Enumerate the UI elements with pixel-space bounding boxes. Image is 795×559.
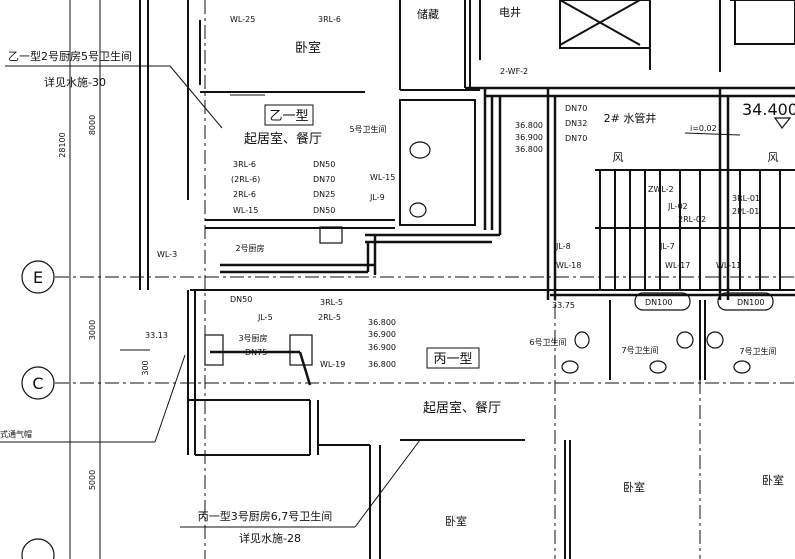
axis-lines <box>55 0 795 559</box>
grid-label-c: C <box>32 374 43 393</box>
pipe-label: DN70 <box>313 175 335 184</box>
note-ref-c-title: 丙一型3号厨房6,7号卫生间 <box>198 509 333 523</box>
water-pipes <box>210 86 795 386</box>
pipe-label: 3RL-01 <box>732 194 760 203</box>
dim-5000: 5000 <box>88 470 97 490</box>
pipe-label: 3RL-5 <box>320 298 343 307</box>
pipe-label: 36.900 <box>368 343 396 352</box>
dim-total: 28100 <box>58 132 67 157</box>
elevation-roof: 34.400 <box>742 100 795 119</box>
pipe-label: WL-15 <box>370 173 395 182</box>
unit-type-c: 丙一型 <box>433 352 472 367</box>
room-bath7a: 7号卫生间 <box>621 345 658 355</box>
pipe-label: DN50 <box>230 295 252 304</box>
pipe-label: WL-18 <box>556 261 581 270</box>
room-bedroom-c1: 卧室 <box>445 514 467 528</box>
pipe-label: JL-5 <box>257 313 273 322</box>
pipe-label: (2RL-6) <box>231 175 260 184</box>
type-b-box <box>264 104 314 126</box>
dim-3000: 3000 <box>88 320 97 340</box>
room-labels: 卧室 储藏 电井 乙一型 起居室、餐厅 5号卫生间 2号厨房 3号厨房 丙一型 … <box>235 5 784 528</box>
room-kitchen3: 3号厨房 <box>238 333 267 343</box>
room-water-shaft: 2# 水管井 <box>604 111 657 125</box>
pipe-label: 36.900 <box>368 330 396 339</box>
pipe-label: 2RL-6 <box>233 190 256 199</box>
note-vent-cap: 式通气帽 <box>0 429 32 439</box>
room-living-c: 起居室、餐厅 <box>423 400 501 416</box>
note-slope: i=0.02 <box>690 124 717 133</box>
dim-300: 300 <box>141 360 150 375</box>
pipe-label: 2PL-01 <box>732 207 759 216</box>
note-ref-b-title: 乙一型2号厨房5号卫生间 <box>8 49 132 63</box>
fixtures <box>204 117 792 374</box>
pipe-label: WL-11 <box>716 261 741 270</box>
room-kitchen2: 2号厨房 <box>235 243 264 253</box>
note-ref-b-see: 详见水施-30 <box>44 75 106 89</box>
grid-axis-partial <box>21 538 55 559</box>
unit-type-b: 乙一型 <box>269 109 308 124</box>
room-bedroom-top: 卧室 <box>295 40 321 56</box>
pipe-label: JL-8 <box>555 242 571 251</box>
pipe-label: JL-9 <box>369 193 385 202</box>
pipe-label: WL-17 <box>665 261 690 270</box>
pipe-label: JL-7 <box>659 242 675 251</box>
walls <box>139 0 795 559</box>
pipe-label: DN70 <box>565 134 587 143</box>
pipe-label: 36.800 <box>368 318 396 327</box>
pipe-label: 36.800 <box>368 360 396 369</box>
room-wind1: 风 <box>613 151 624 164</box>
pipe-label: DN70 <box>565 104 587 113</box>
pipe-label: WL-19 <box>320 360 345 369</box>
pipe-label: DN100 <box>737 298 764 307</box>
room-electrical-shaft: 电井 <box>499 5 521 19</box>
pipe-label: DN50 <box>313 206 335 215</box>
room-storage: 储藏 <box>417 7 439 21</box>
pipe-label: JL-02 <box>667 202 688 211</box>
pipe-label: 2RL-5 <box>318 313 341 322</box>
pipe-label: 36.900 <box>515 133 543 142</box>
pipe-label: DN32 <box>565 119 587 128</box>
pipe-label: 3RL-6 <box>233 160 256 169</box>
room-bedroom-c3: 卧室 <box>762 473 784 487</box>
pipe-label: DN25 <box>313 190 335 199</box>
pipe-label: WL-25 <box>230 15 255 24</box>
pipe-label: WL-3 <box>157 250 177 259</box>
room-living-b: 起居室、餐厅 <box>244 131 322 147</box>
pipe-label: 2-WF-2 <box>500 67 528 76</box>
pipe-label: 36.800 <box>515 145 543 154</box>
pipe-labels: WL-25 3RL-6 3RL-6 (2RL-6) 2RL-6 WL-15 DN… <box>157 15 764 369</box>
room-bath5: 5号卫生间 <box>349 124 386 134</box>
grid-axis-e: E <box>21 260 55 294</box>
pipe-label: 2RL-02 <box>678 215 706 224</box>
pipe-label: DN100 <box>645 298 672 307</box>
pipe-label: ZWL-2 <box>648 185 674 194</box>
pipe-label: 3RL-6 <box>318 15 341 24</box>
notes: 乙一型2号厨房5号卫生间 详见水施-30 丙一型3号厨房6,7号卫生间 详见水施… <box>0 49 717 545</box>
pipe-label: DN50 <box>313 160 335 169</box>
dim-8000: 8000 <box>88 115 97 135</box>
room-bedroom-c2: 卧室 <box>623 480 645 494</box>
elevation-e2: 33.75 <box>552 301 575 310</box>
pipe-label: 36.800 <box>515 121 543 130</box>
room-bath7b: 7号卫生间 <box>739 346 776 356</box>
room-wind2: 风 <box>768 151 779 164</box>
leader-lines <box>0 65 741 528</box>
dimension-labels: 28100 8000 3000 5000 300 34.400 33.13 33… <box>58 100 795 490</box>
grid-axis-c: C <box>21 366 55 400</box>
note-ref-c-see: 详见水施-28 <box>239 531 301 545</box>
grid-label-e: E <box>33 268 43 287</box>
elevation-e1: 33.13 <box>145 331 168 340</box>
pipe-label: WL-15 <box>233 206 258 215</box>
type-c-box <box>426 347 480 369</box>
room-bath6: 6号卫生间 <box>529 337 566 347</box>
pipe-label: DN75 <box>245 348 267 357</box>
